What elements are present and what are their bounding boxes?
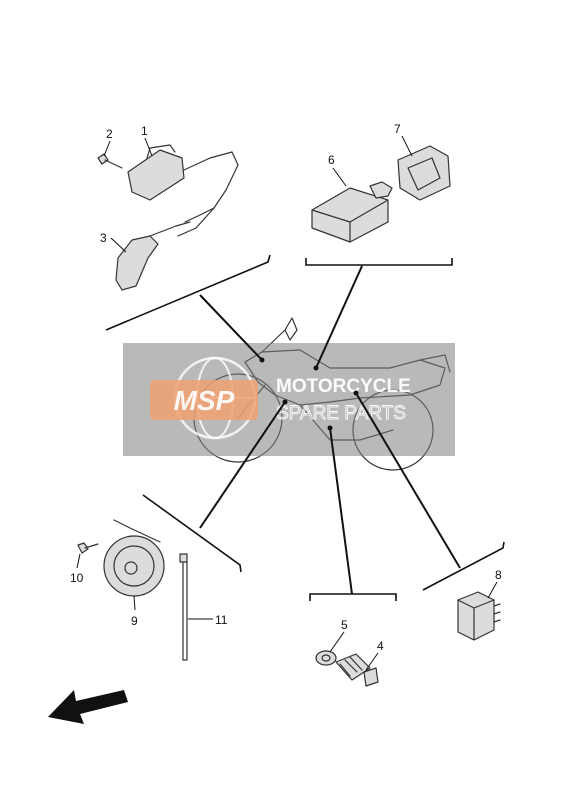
part-label-3: 3 xyxy=(100,231,107,245)
horn-bolt-part xyxy=(77,542,99,554)
bracket-cover-part xyxy=(397,145,451,201)
part-label-7: 7 xyxy=(394,122,401,136)
neutral-switch-part xyxy=(335,653,379,687)
part-number-labels: 1 2 3 4 5 6 7 8 9 10 11 xyxy=(70,122,502,653)
arrow-left-down-icon xyxy=(48,690,128,724)
watermark-badge xyxy=(150,380,258,420)
part-label-10: 10 xyxy=(70,571,84,585)
watermark-badge-text: MSP xyxy=(174,385,235,416)
part-label-6: 6 xyxy=(328,153,335,167)
callout-lines xyxy=(105,254,505,601)
part-label-1: 1 xyxy=(141,124,148,138)
part-label-11: 11 xyxy=(215,613,228,627)
washer-part xyxy=(315,650,337,666)
part-label-8: 8 xyxy=(495,568,502,582)
cdi-unit-part xyxy=(311,181,393,243)
leader-lines xyxy=(76,135,498,671)
watermark-line1: MOTORCYCLE xyxy=(276,376,411,397)
bolt-part xyxy=(97,153,123,169)
part-label-2: 2 xyxy=(106,127,113,141)
relay-part xyxy=(457,591,501,641)
horn-part xyxy=(103,519,165,597)
part-label-5: 5 xyxy=(341,618,348,632)
part-label-9: 9 xyxy=(131,614,138,628)
spark-plug-cap-part xyxy=(115,221,191,291)
cable-tie-part xyxy=(179,553,188,661)
watermark: MSP MOTORCYCLE SPARE PARTS xyxy=(123,343,455,456)
part-label-4: 4 xyxy=(377,639,384,653)
ignition-coil-part xyxy=(127,144,239,237)
watermark-line2: SPARE PARTS xyxy=(276,403,406,424)
